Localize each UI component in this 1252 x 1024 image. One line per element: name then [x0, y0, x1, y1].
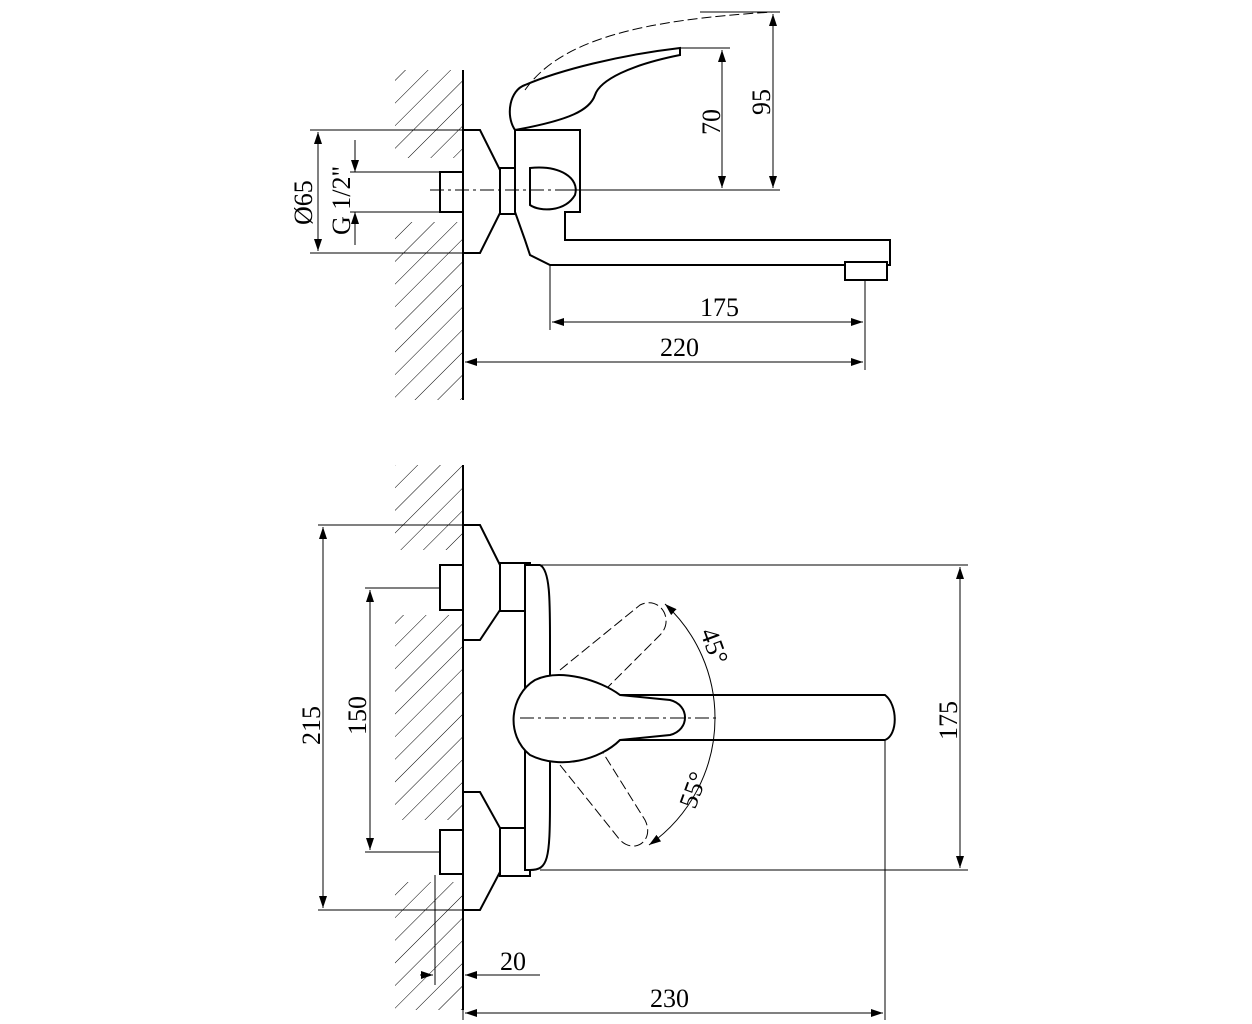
faucet-front [439, 524, 896, 911]
dim-95: 95 [747, 89, 776, 115]
dim-70: 70 [697, 109, 726, 135]
dim-20: 20 [500, 947, 526, 976]
dim-220: 220 [660, 333, 699, 362]
dim-thread: G 1/2" [327, 166, 356, 235]
dim-diameter-65: Ø65 [289, 180, 318, 225]
wall-hatch-front [395, 465, 464, 1010]
dim-230: 230 [650, 984, 689, 1013]
dim-angle-45: 45° [694, 624, 734, 668]
dim-175-height: 175 [934, 701, 963, 740]
front-view: 215 150 175 45° 55° 20 230 [297, 465, 968, 1020]
dim-150: 150 [343, 696, 372, 735]
dim-215: 215 [297, 706, 326, 745]
top-view: 70 95 Ø65 G 1/2" 175 220 [289, 11, 891, 400]
dimensions-top: 70 95 Ø65 G 1/2" 175 220 [289, 11, 866, 370]
wall-hatch-top [395, 70, 464, 400]
dim-175-spout: 175 [700, 293, 739, 322]
faucet-side [430, 11, 891, 281]
dim-angle-55: 55° [673, 768, 713, 812]
